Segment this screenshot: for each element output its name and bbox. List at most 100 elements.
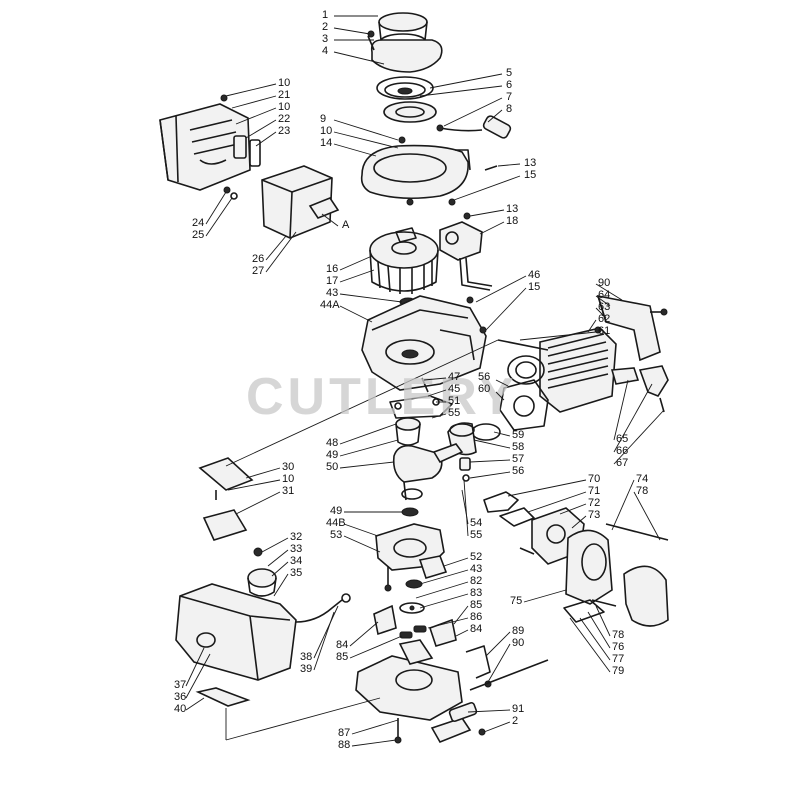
leader-line (453, 175, 521, 201)
part-number-label: 15 (528, 281, 540, 293)
part-number-label: 37 (174, 679, 186, 691)
part-number-label: 73 (588, 509, 600, 521)
cylinder-gasket (499, 379, 549, 431)
fuel-cap (247, 547, 277, 613)
part-number-label: 27 (252, 265, 264, 277)
part-number-label: 88 (338, 739, 350, 751)
spark-plug (610, 365, 669, 413)
starter-cover (367, 30, 443, 73)
leader-line (261, 537, 289, 553)
part-number-label: 65 (616, 433, 628, 445)
part-number-label: 66 (616, 445, 628, 457)
leader-line (487, 109, 503, 123)
reference-lines (225, 339, 499, 741)
part-number-label: 10 (278, 101, 290, 113)
part-number-label: 74 (636, 473, 648, 485)
part-number-label: 4 (322, 45, 328, 57)
watermark: CUTLERY (246, 368, 518, 426)
part-number-label: 72 (588, 497, 600, 509)
leader-line (587, 319, 597, 333)
part-number-label: 3 (322, 33, 328, 45)
part-number-label: 54 (470, 517, 482, 529)
leader-line (485, 631, 511, 657)
leader-line (463, 479, 469, 537)
part-number-label: 63 (598, 301, 610, 313)
leader-line (185, 647, 205, 687)
fuel-line (295, 593, 351, 623)
rope-handle (436, 115, 512, 139)
leader-line (493, 431, 511, 437)
leader-line (339, 305, 373, 323)
leader-line (343, 535, 381, 553)
part-number-label: 56 (478, 371, 490, 383)
part-number-label: 13 (506, 203, 518, 215)
leader-line (495, 391, 505, 401)
part-number-label: 31 (282, 485, 294, 497)
leader-line (495, 379, 509, 387)
part-number-label: 25 (192, 229, 204, 241)
leader-line (231, 95, 277, 109)
part-number-label: 22 (278, 113, 290, 125)
part-number-label: 82 (470, 575, 482, 587)
leader-line (427, 617, 469, 629)
crankshaft (392, 417, 464, 501)
part-number-label: 14 (320, 137, 332, 149)
part-number-label: 30 (282, 461, 294, 473)
part-number-label: 6 (506, 79, 512, 91)
part-number-label: 49 (326, 449, 338, 461)
leader-line (587, 611, 611, 649)
part-number-label: 2 (322, 21, 328, 33)
part-number-label: 40 (174, 703, 186, 715)
part-number-label: A (342, 219, 350, 231)
leader-line (497, 163, 521, 167)
leader-line (339, 255, 373, 271)
part-number-label: 75 (510, 595, 522, 607)
leader-line (613, 409, 665, 465)
leader-line (633, 491, 661, 541)
leader-line (343, 523, 379, 537)
leader-line (349, 635, 403, 659)
part-number-label: 55 (470, 529, 482, 541)
leader-line (245, 119, 277, 139)
leader-line (419, 593, 469, 609)
crankcase-lower (375, 507, 445, 592)
leader-line (519, 331, 597, 341)
leader-line (339, 461, 395, 469)
recoil-pulley (376, 76, 437, 123)
leader-line (613, 383, 653, 453)
part-number-label: 90 (598, 277, 610, 289)
leader-line (595, 307, 607, 319)
leader-line (415, 581, 469, 599)
part-number-label: 60 (478, 383, 490, 395)
part-number-label: 23 (278, 125, 290, 137)
leader-line (185, 697, 205, 711)
part-number-label: 47 (448, 371, 460, 383)
tank-bracket (198, 457, 254, 541)
part-number-label: 55 (448, 407, 460, 419)
leader-line (227, 479, 281, 491)
base-plate (355, 639, 549, 744)
part-number-label: 70 (588, 473, 600, 485)
leader-line (559, 503, 587, 515)
part-number-label: 64 (598, 289, 610, 301)
leader-line (443, 557, 469, 567)
leader-line (333, 51, 385, 65)
part-number-label: 61 (598, 325, 610, 337)
crankcase-upper (361, 295, 487, 391)
leader-line (351, 719, 399, 735)
leader-line (255, 131, 277, 147)
leader-line (333, 131, 399, 149)
part-number-label: 32 (290, 531, 302, 543)
part-number-label: 84 (470, 623, 482, 635)
part-number-label: 90 (512, 637, 524, 649)
air-filter (563, 523, 669, 627)
part-number-label: 83 (470, 587, 482, 599)
part-number-label: 84 (336, 639, 348, 651)
leader-line (265, 235, 287, 261)
parts-drawing (159, 12, 669, 744)
leader-line (351, 739, 397, 747)
leader-line (419, 569, 469, 585)
cylinder-shroud (596, 294, 668, 362)
leader-line (469, 471, 511, 479)
part-number-label: 7 (506, 91, 512, 103)
